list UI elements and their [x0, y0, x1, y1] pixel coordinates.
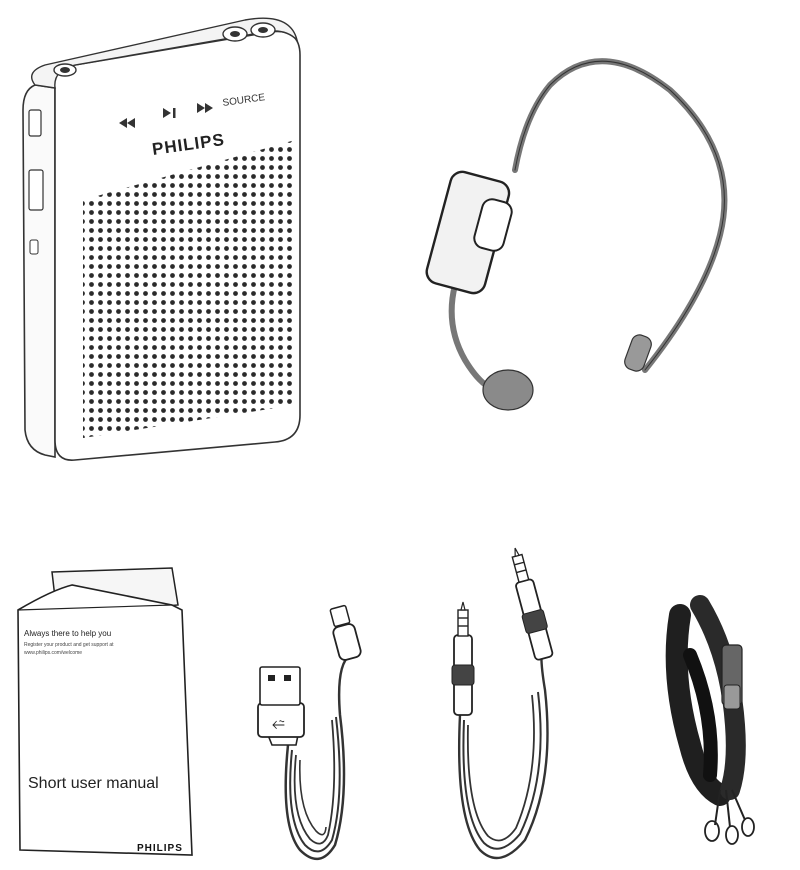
headset-microphone-illustration [425, 45, 760, 425]
manual-brand: PHILIPS [137, 843, 183, 854]
usb-symbol-icon: ⭉ [272, 716, 285, 733]
lanyard-strap-icon [665, 595, 755, 845]
next-icon [197, 103, 213, 113]
manual-title: Short user manual [28, 775, 159, 792]
lanyard-illustration [660, 595, 780, 850]
manual-header-line3: www.philips.com/welcome [24, 650, 82, 656]
speaker-icon: SOURCE PHILIPS [22, 17, 301, 461]
headset-microphone-icon [425, 58, 728, 411]
usb-cable-icon: ⭉ [257, 604, 362, 860]
manual-header-line2: Register your product and get support at [24, 642, 114, 648]
aux-cable-illustration [430, 540, 590, 865]
play-pause-icon [163, 108, 176, 118]
manual-header-line1: Always there to help you [24, 629, 111, 638]
user-manual-icon: Always there to help you Register your p… [17, 567, 193, 856]
speaker-illustration: SOURCE PHILIPS [15, 10, 305, 470]
prev-icon [119, 118, 135, 128]
usb-cable-illustration: ⭉ [240, 595, 390, 865]
aux-cable-icon [451, 547, 554, 860]
user-manual-illustration: Always there to help you Register your p… [12, 560, 202, 860]
